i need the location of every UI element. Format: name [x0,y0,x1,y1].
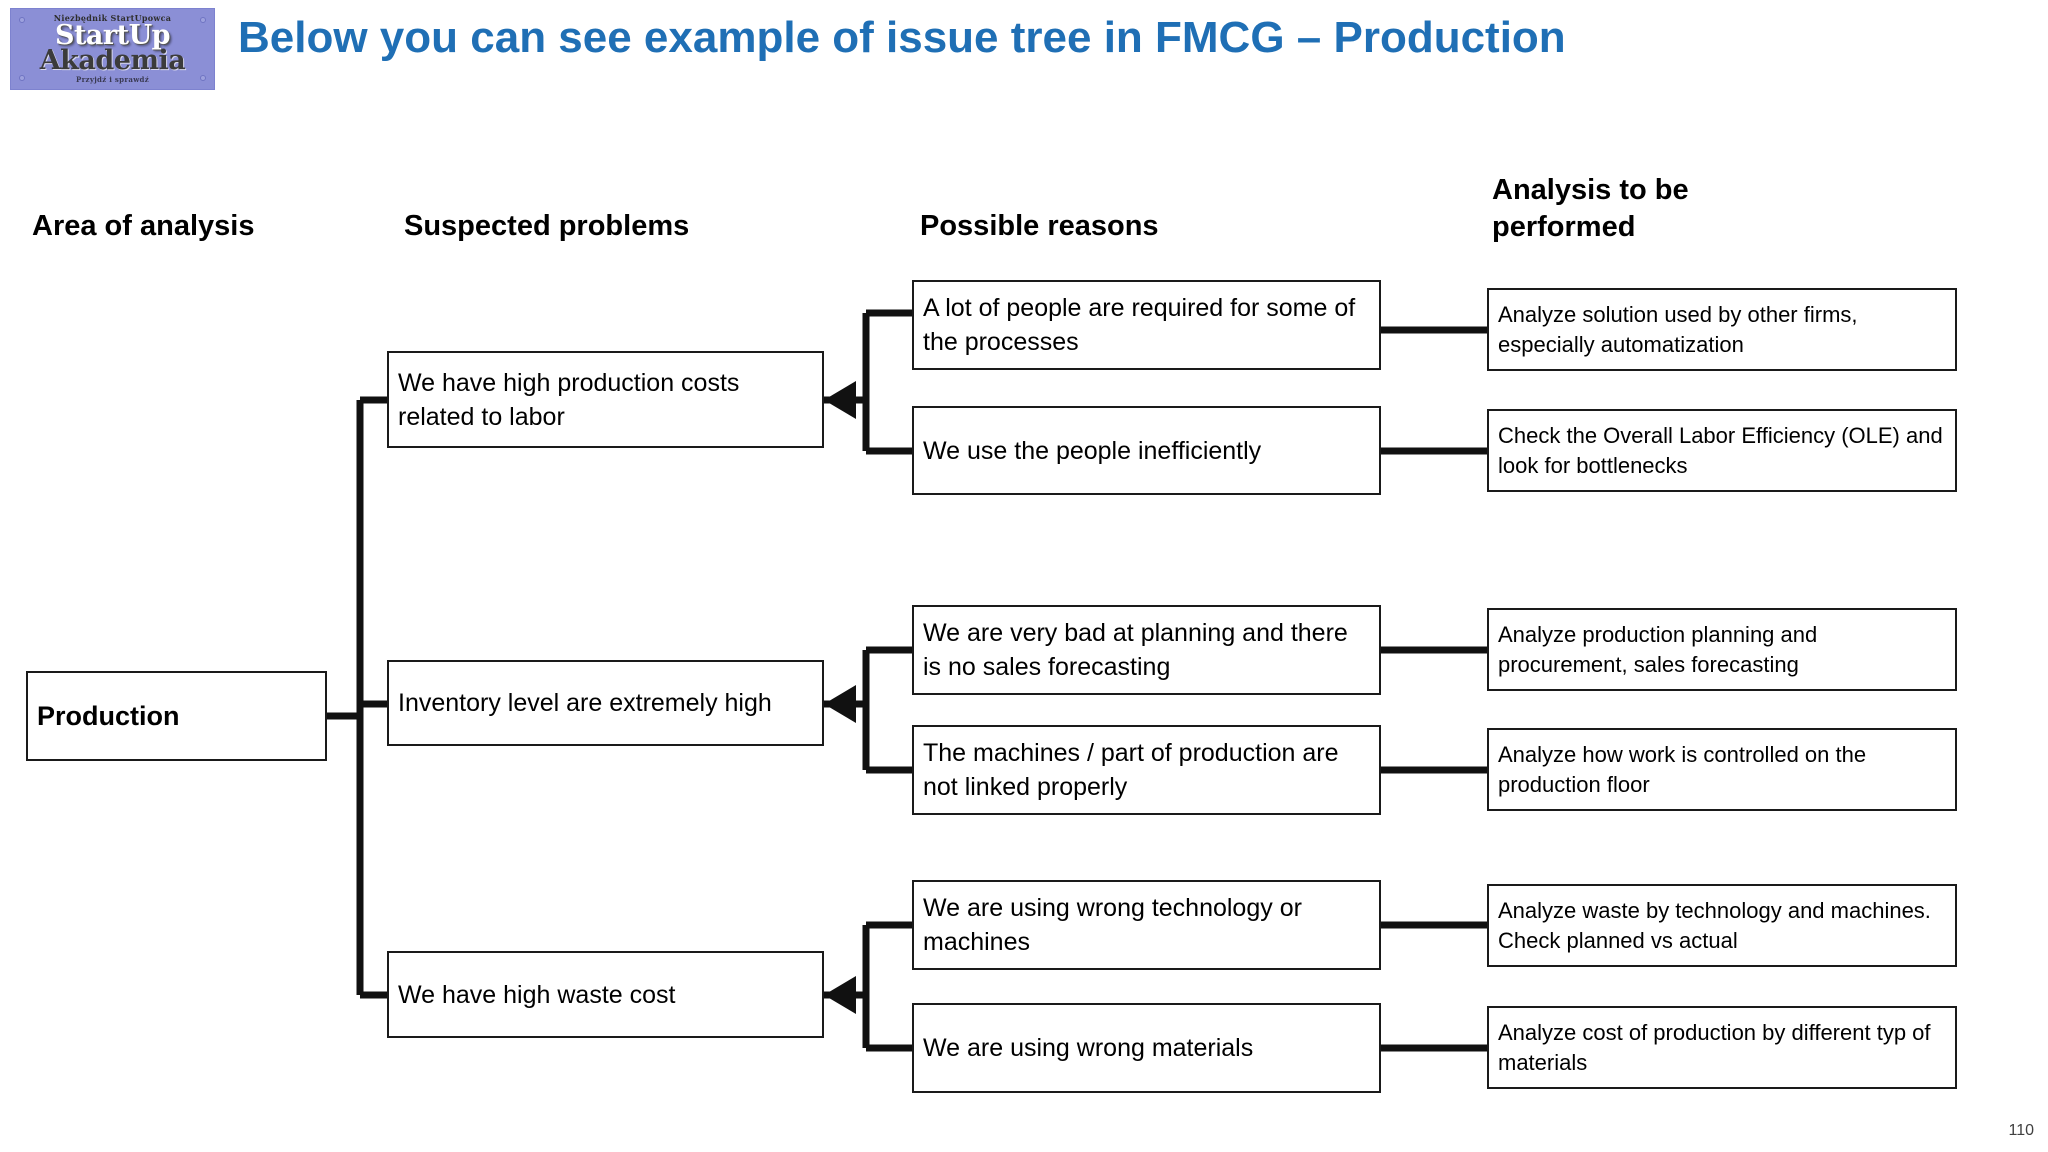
node-reason-1b[interactable]: We use the people inefficiently [912,406,1381,495]
node-analysis-1a[interactable]: Analyze solution used by other firms, es… [1487,288,1957,371]
startup-akademia-logo: Niezbędnik StartUpowca StartUp Akademia … [10,8,215,90]
column-header-possible-reasons: Possible reasons [920,210,1159,242]
column-header-analysis-to-be-performed: Analysis to be performed [1492,174,1689,243]
node-analysis-2a[interactable]: Analyze production planning and procurem… [1487,608,1957,691]
node-label: A lot of people are required for some of… [923,294,1356,356]
arrowhead-icon [824,381,856,419]
node-label: Analyze how work is controlled on the pr… [1498,741,1867,797]
logo-startup-text: StartUp [54,20,171,51]
node-label: We have high production costs related to… [398,368,740,431]
node-label: We are using wrong materials [923,1034,1254,1062]
node-label: Production [37,701,180,731]
node-label: We are very bad at planning and there is… [923,619,1348,681]
node-root-production[interactable]: Production [26,671,327,761]
node-label: Analyze solution used by other firms, es… [1498,301,1858,357]
node-label: We are using wrong technology or machine… [923,894,1302,956]
logo-tagline-text: Przyjdź i sprawdź [76,75,149,84]
screw-icon [200,17,206,23]
logo-top-text: Niezbędnik StartUpowca [53,13,172,23]
logo-akademia-text: Akademia [39,45,186,76]
arrowhead-icon [824,976,856,1014]
node-reason-3b[interactable]: We are using wrong materials [912,1003,1381,1093]
screw-icon [19,75,25,81]
node-analysis-1b[interactable]: Check the Overall Labor Efficiency (OLE)… [1487,409,1957,492]
node-label: The machines / part of production are no… [923,739,1339,801]
node-problem-3[interactable]: We have high waste cost [387,951,824,1038]
node-analysis-3a[interactable]: Analyze waste by technology and machines… [1487,884,1957,967]
node-reason-2b[interactable]: The machines / part of production are no… [912,725,1381,815]
page-number: 110 [2008,1122,2034,1139]
node-label: We use the people inefficiently [923,436,1262,465]
node-reason-3a[interactable]: We are using wrong technology or machine… [912,880,1381,970]
column-header-suspected-problems: Suspected problems [404,210,690,242]
node-reason-2a[interactable]: We are very bad at planning and there is… [912,605,1381,695]
node-problem-2[interactable]: Inventory level are extremely high [387,660,824,746]
node-label: Analyze waste by technology and machines… [1498,897,1931,953]
node-analysis-2b[interactable]: Analyze how work is controlled on the pr… [1487,728,1957,811]
node-label: Inventory level are extremely high [398,689,772,717]
column-header-area-of-analysis: Area of analysis [32,210,255,242]
node-problem-1[interactable]: We have high production costs related to… [387,351,824,448]
node-reason-1a[interactable]: A lot of people are required for some of… [912,280,1381,370]
arrowhead-icon [824,685,856,723]
node-analysis-3b[interactable]: Analyze cost of production by different … [1487,1006,1957,1089]
page-title: Below you can see example of issue tree … [238,13,1566,62]
node-label: Check the Overall Labor Efficiency (OLE)… [1498,422,1943,478]
node-label: Analyze production planning and procurem… [1498,621,1818,677]
screw-icon [200,75,206,81]
node-label: We have high waste cost [398,980,676,1009]
screw-icon [19,17,25,23]
node-label: Analyze cost of production by different … [1498,1019,1931,1075]
connector-arrowheads [824,381,856,1014]
